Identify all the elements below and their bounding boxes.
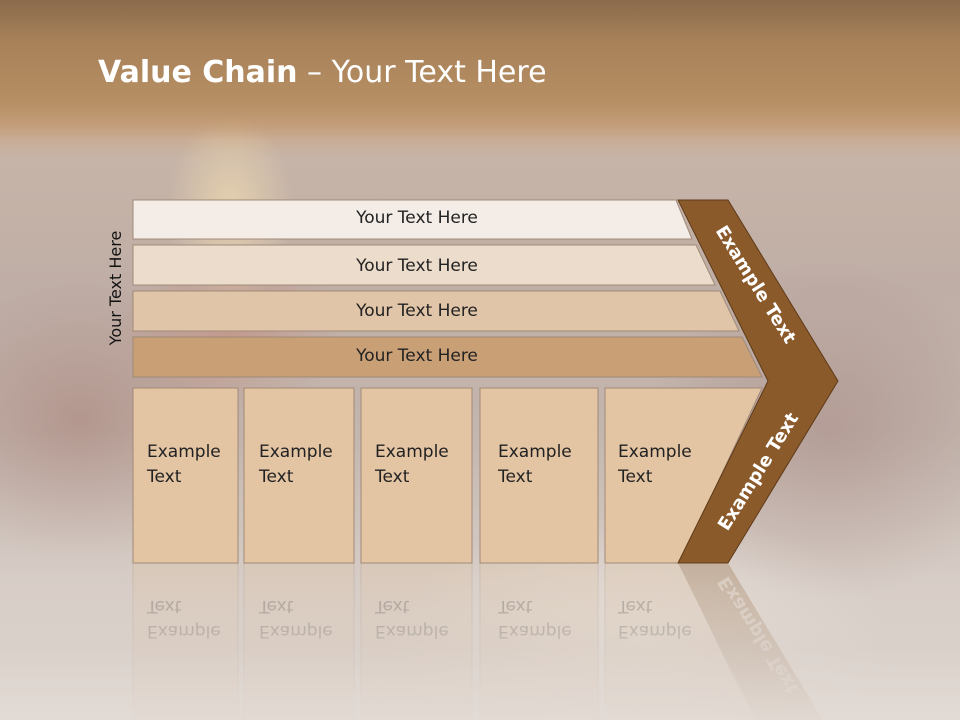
title-band	[0, 0, 960, 140]
cell-4-line1: Example	[498, 442, 572, 462]
reflection-fade	[0, 563, 960, 720]
cell-1-line2: Text	[147, 467, 182, 487]
row-4-shape[interactable]	[132, 336, 763, 378]
cell-1-shape[interactable]	[132, 387, 239, 564]
row-2-shape[interactable]	[132, 244, 716, 286]
cell-3-shape[interactable]	[360, 387, 473, 564]
row-4-label: Your Text Here	[356, 346, 478, 366]
row-1-shape[interactable]	[132, 199, 693, 240]
row-1-label: Your Text Here	[356, 208, 478, 228]
slide-title: Value Chain – Your Text Here	[98, 55, 547, 90]
cell-3-line2: Text	[375, 467, 410, 487]
row-3-shape[interactable]	[132, 290, 740, 332]
cell-5-line1: Example	[618, 442, 692, 462]
row-2-label: Your Text Here	[356, 256, 478, 276]
cell-2-shape[interactable]	[243, 387, 355, 564]
cell-3-line1: Example	[375, 442, 449, 462]
cell-4-shape[interactable]	[479, 387, 599, 564]
cell-1-line1: Example	[147, 442, 221, 462]
cell-2-line2: Text	[259, 467, 294, 487]
cell-2-line1: Example	[259, 442, 333, 462]
cell-5-line2: Text	[618, 467, 653, 487]
title-rest: – Your Text Here	[297, 55, 547, 90]
title-bold: Value Chain	[98, 55, 298, 90]
cell-4-line2: Text	[498, 467, 533, 487]
row-3-label: Your Text Here	[356, 301, 478, 321]
